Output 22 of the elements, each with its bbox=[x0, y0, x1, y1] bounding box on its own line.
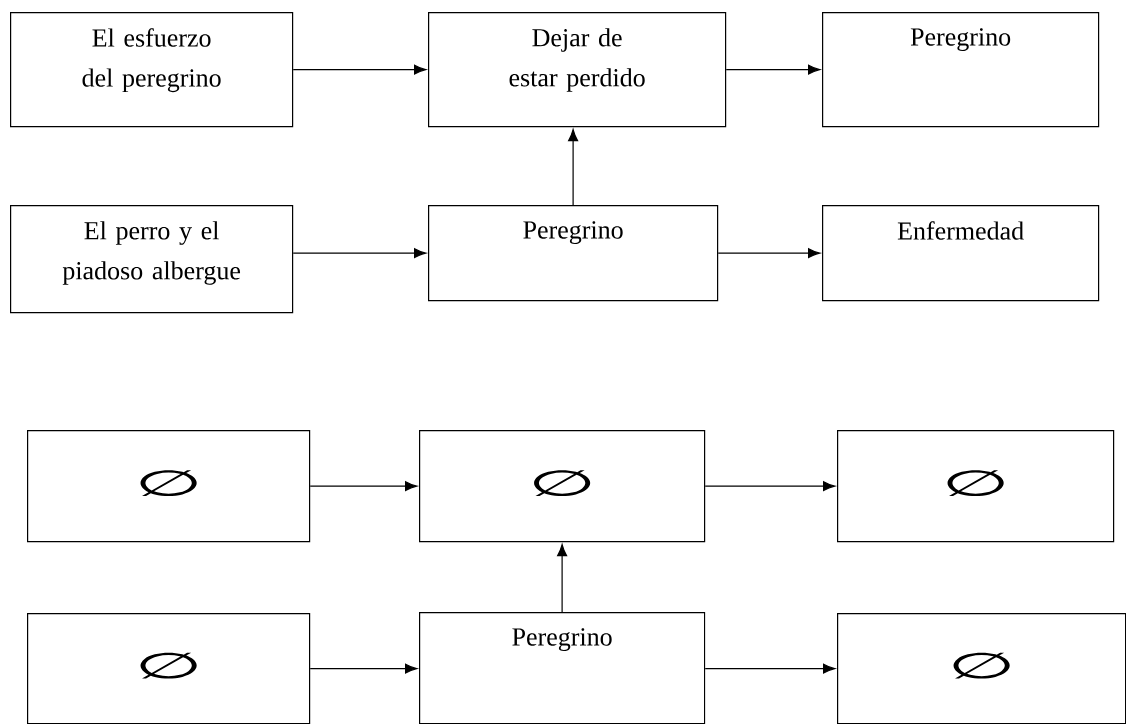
symbol-box: ∅ bbox=[27, 430, 311, 543]
symbol-box: ∅ bbox=[837, 613, 1126, 724]
process-box: Enfermedad bbox=[822, 205, 1100, 302]
symbol-box: ∅ bbox=[837, 430, 1115, 543]
arrow bbox=[292, 64, 427, 75]
arrow bbox=[292, 248, 427, 259]
arrow bbox=[704, 663, 836, 674]
arrow bbox=[725, 64, 821, 75]
arrow bbox=[704, 481, 836, 492]
arrow bbox=[557, 544, 568, 613]
process-box: Peregrino bbox=[822, 12, 1100, 128]
arrow bbox=[568, 128, 579, 206]
arrow bbox=[309, 481, 418, 492]
arrow bbox=[309, 663, 418, 674]
symbol-box: ∅ bbox=[27, 613, 311, 724]
process-box: Peregrino bbox=[428, 205, 719, 302]
process-box: El esfuerzo del peregrino bbox=[10, 12, 294, 128]
arrow bbox=[717, 248, 821, 259]
process-box: Peregrino bbox=[419, 612, 706, 724]
process-box: El perro y el piadoso albergue bbox=[10, 205, 294, 314]
symbol-box: ∅ bbox=[419, 430, 706, 543]
process-box: Dejar de estar perdido bbox=[428, 12, 727, 128]
